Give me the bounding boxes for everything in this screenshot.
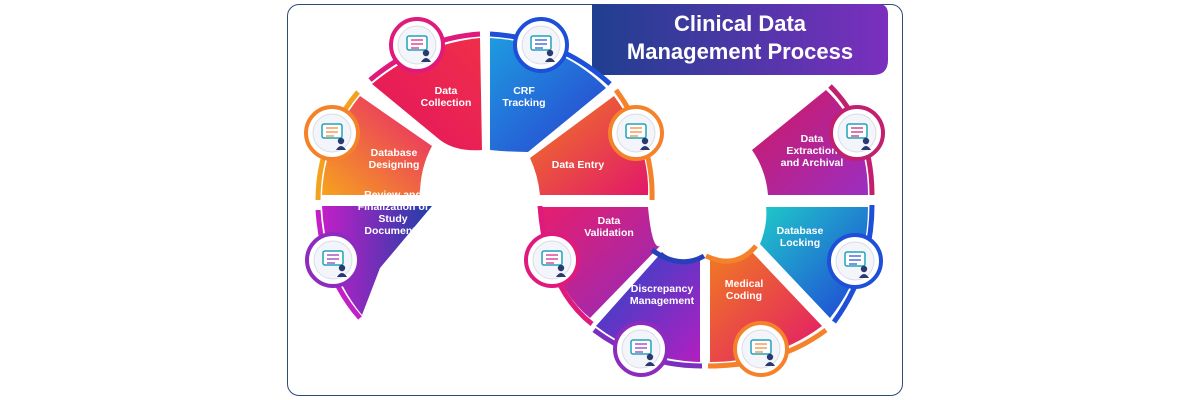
step-icons bbox=[304, 17, 885, 377]
medical-coding-icon[interactable] bbox=[733, 321, 789, 377]
data-entry-icon[interactable] bbox=[608, 105, 664, 161]
segment-review[interactable] bbox=[322, 206, 432, 315]
label-line: Designing bbox=[369, 159, 420, 171]
crf-tracking-icon[interactable] bbox=[513, 17, 569, 73]
database-design-icon[interactable] bbox=[304, 105, 360, 161]
label-line: Data bbox=[801, 133, 824, 145]
label-line: Data bbox=[598, 215, 621, 227]
label-line: CRF bbox=[513, 85, 535, 97]
label-line: Tracking bbox=[502, 97, 545, 109]
label-line: Validation bbox=[584, 227, 634, 239]
database-lock-icon[interactable] bbox=[827, 233, 883, 289]
label-line: Locking bbox=[780, 237, 820, 249]
label-line: Data bbox=[435, 85, 458, 97]
label-line: Discrepancy bbox=[631, 283, 694, 295]
segment-database-locking[interactable] bbox=[760, 207, 868, 318]
label-line: Collection bbox=[421, 97, 472, 109]
label-line: Finalization of bbox=[358, 201, 429, 213]
document-review-icon[interactable] bbox=[305, 232, 361, 288]
label-line: Database bbox=[371, 147, 418, 159]
segment-data-validation[interactable] bbox=[542, 207, 660, 318]
label-line: Extraction bbox=[786, 145, 837, 157]
label-line: Study bbox=[378, 213, 407, 225]
label-line: Database bbox=[777, 225, 824, 237]
label-line: Documents bbox=[364, 225, 421, 237]
data-archival-icon[interactable] bbox=[829, 105, 885, 161]
label-data-entry: Data Entry bbox=[552, 159, 605, 171]
label-line: Management bbox=[630, 295, 695, 307]
label-line: and Archival bbox=[781, 157, 844, 169]
label-line: Coding bbox=[726, 290, 762, 302]
data-collection-icon[interactable] bbox=[389, 17, 445, 73]
label-line: Review and bbox=[364, 189, 422, 201]
label-line: Data Entry bbox=[552, 159, 605, 171]
label-line: Medical bbox=[725, 278, 764, 290]
title-line-1: Clinical Data bbox=[674, 11, 807, 36]
segment-crf-tracking[interactable] bbox=[490, 38, 606, 152]
discrepancy-management-icon[interactable] bbox=[613, 321, 669, 377]
title-banner: Clinical Data Management Process bbox=[592, 4, 888, 75]
validation-badge-icon[interactable] bbox=[524, 232, 580, 288]
title-line-2: Management Process bbox=[627, 39, 853, 64]
